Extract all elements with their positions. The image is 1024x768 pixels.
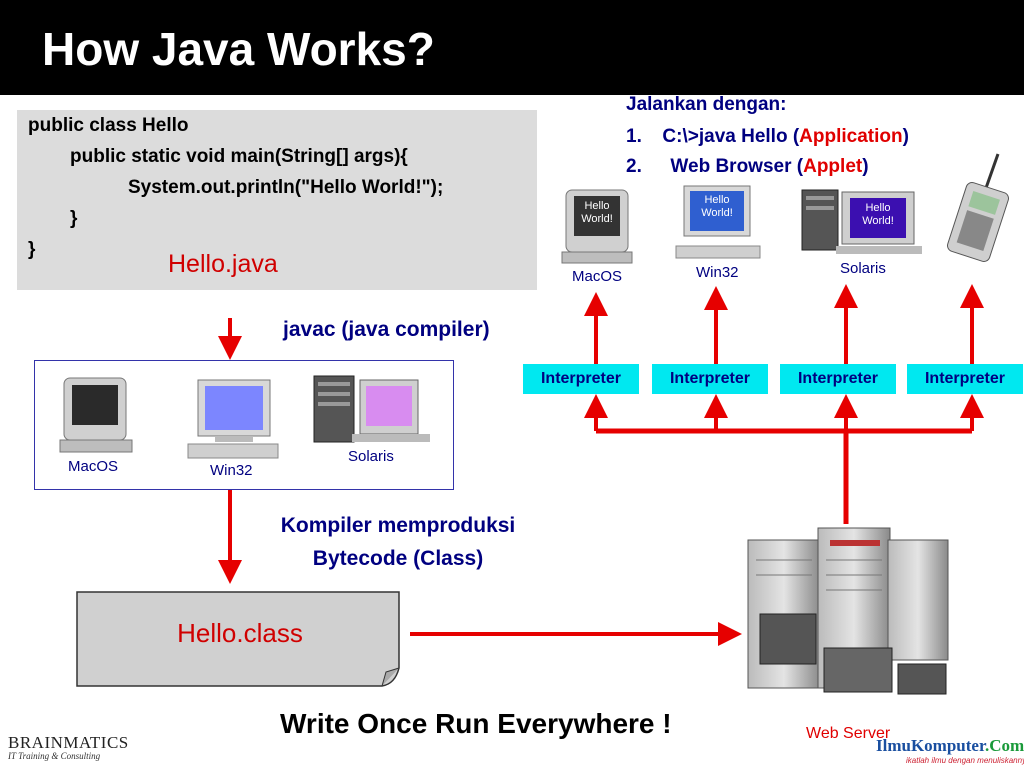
target-solaris-icon [801,189,922,254]
ilmukomputer-logo: IlmuKomputer.Com ikatlah ilmu dengan men… [876,736,1024,765]
bytecode-label-line-1: Kompiler memproduksi [280,514,516,537]
run-item-1-number: 1. [626,126,642,147]
slogan: Write Once Run Everywhere ! [280,708,672,739]
source-platform-solaris: Solaris [348,448,394,465]
interpreter-box-1: Interpreter [523,364,639,394]
run-item-2: 2. Web Browser (Applet) [626,156,869,178]
macos-screen-text: Hello World! [576,200,618,226]
run-item-1-highlight: Application [799,126,903,147]
interpreter-box-3: Interpreter [780,364,896,394]
interpreter-box-2: Interpreter [652,364,768,394]
code-line-4: } [70,208,78,229]
source-platform-win32: Win32 [210,462,253,479]
target-platform-win32: Win32 [696,264,739,281]
screen-text-line: Hello [584,200,610,212]
ilmukomputer-tagline: ikatlah ilmu dengan menuliskannya [906,756,1024,765]
code-line-1: public class Hello [28,115,189,136]
slide-title: How Java Works? [42,23,435,75]
handheld-device-icon [947,153,1009,262]
code-line-5: } [28,239,36,260]
class-file-label: Hello.class [177,618,303,648]
run-item-1-text: C:\>java Hello ( [662,126,800,147]
screen-text-line: World! [581,213,613,225]
interpreter-box-4: Interpreter [907,364,1023,394]
source-code-box: public class Hello public static void ma… [17,110,537,290]
win32-screen-text: Hello World! [692,194,742,220]
run-item-2-end: ) [862,156,869,177]
run-item-1: 1. C:\>java Hello (Application) [626,126,909,148]
solaris-computer-icon [313,375,430,443]
brainmatics-logo: BRAINMATICS IT Training & Consulting [8,733,129,761]
target-macos-icon [561,189,633,264]
screen-text-line: World! [701,207,733,219]
target-win32-icon [675,185,761,259]
run-item-2-text: Web Browser ( [670,156,804,177]
screen-text-line: Hello [704,194,730,206]
screen-text-line: World! [862,215,894,227]
brainmatics-tagline: IT Training & Consulting [8,751,101,761]
screen-text-line: Hello [865,202,891,214]
macos-computer-icon [59,377,133,453]
bytecode-label-line-2: Bytecode (Class) [312,547,484,570]
web-server-label: Web Server [806,725,891,742]
compiler-label: javac (java compiler) [283,318,490,341]
win32-computer-icon [187,379,279,459]
ilmukomputer-wordmark: IlmuKomputer [876,736,985,755]
source-filename: Hello.java [168,250,278,278]
solaris-screen-text: Hello World! [852,202,904,228]
target-platform-solaris: Solaris [840,260,886,277]
code-line-2: public static void main(String[] args){ [70,146,408,167]
run-item-2-number: 2. [626,156,642,177]
class-file-shape [76,591,400,687]
target-platform-macos: MacOS [572,268,623,285]
ilmukomputer-suffix: .Com [984,736,1024,755]
title-bar [0,0,1024,95]
code-line-3: System.out.println("Hello World!"); [128,177,444,198]
run-heading: Jalankan dengan: [626,94,787,115]
web-server-icon [747,527,949,695]
run-item-2-highlight: Applet [803,156,863,177]
brainmatics-wordmark: BRAINMATICS [8,733,129,752]
source-platform-macos: MacOS [68,458,119,475]
run-item-1-end: ) [902,126,909,147]
